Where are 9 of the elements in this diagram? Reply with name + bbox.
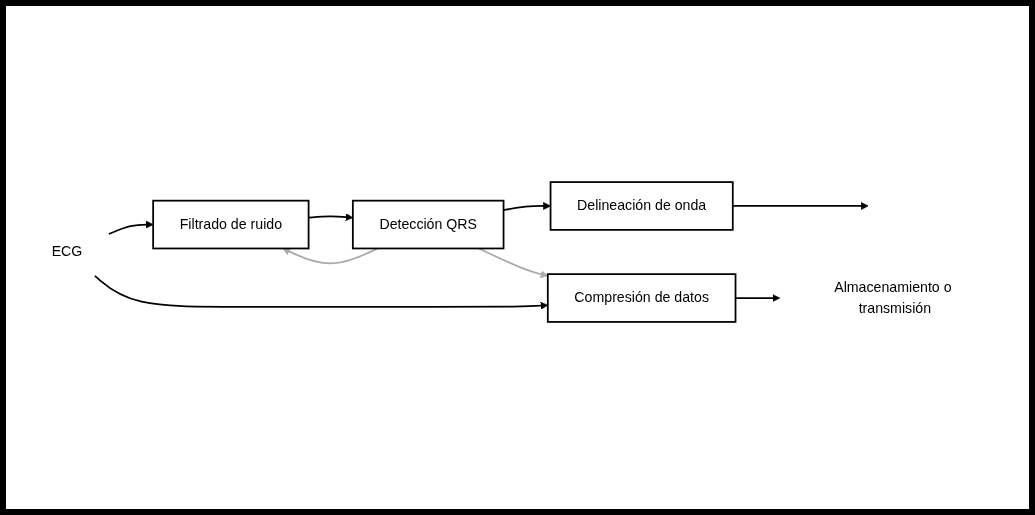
arrow: [477, 247, 549, 279]
node-box: Detección QRS: [351, 199, 505, 250]
arrow: [282, 247, 379, 265]
node-box: Compresión de datos: [546, 273, 737, 323]
node-box: Delineación de onda: [549, 181, 734, 231]
arrow: [108, 220, 154, 236]
node-text: ECG: [51, 244, 83, 260]
node-box: Filtrado de ruido: [152, 199, 310, 250]
node-text: Almacenamiento o transmisión: [834, 279, 952, 316]
